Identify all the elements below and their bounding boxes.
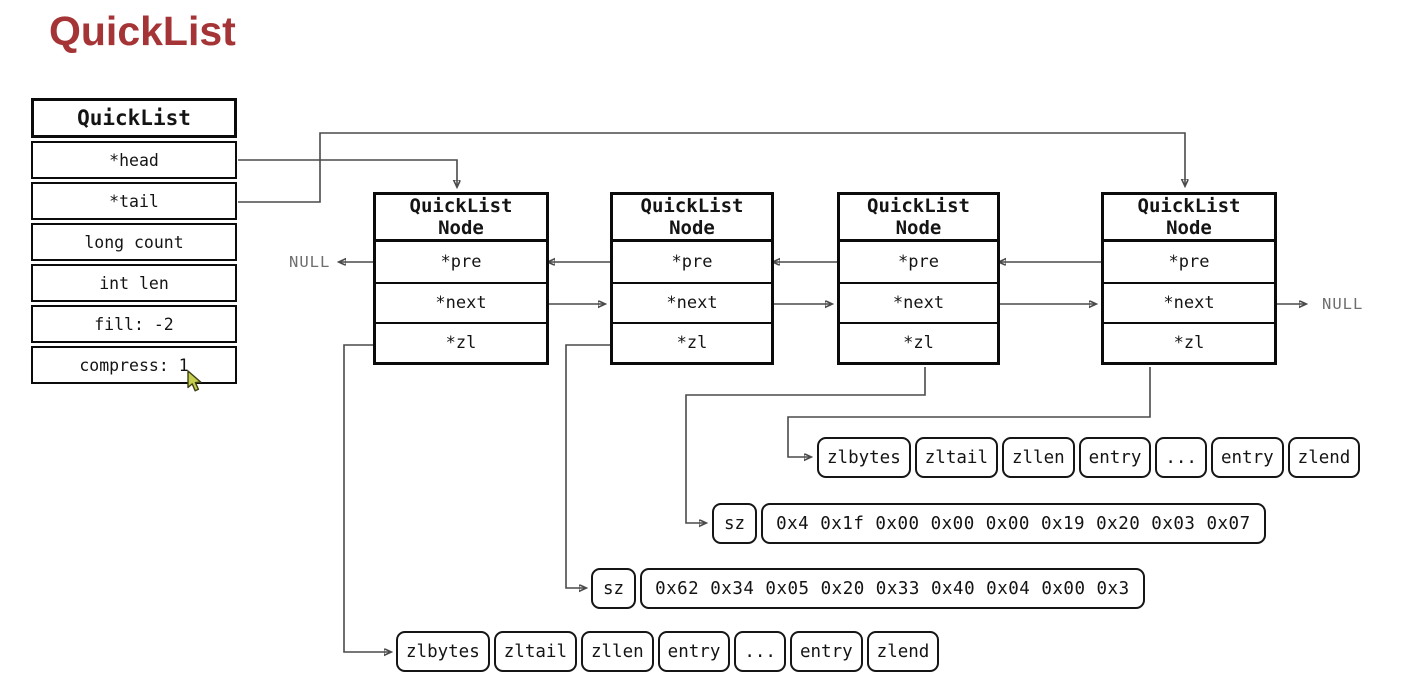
node-fields: *pre *next*zl [613, 242, 771, 362]
node-field: *zl [376, 322, 546, 362]
node-header-line1: QuickList [640, 195, 744, 217]
ziplist-cell: zlend [1287, 437, 1361, 478]
quicklist-struct-header: QuickList [31, 98, 237, 138]
quicklist-field: int len [31, 264, 237, 302]
ziplist-cell: entry [1078, 437, 1152, 478]
ziplist-cell: zlbytes [817, 437, 911, 478]
node-field: *next [1104, 282, 1274, 322]
node-field: *pre [440, 252, 482, 272]
page-title: QuickList [49, 8, 236, 54]
null-label-left: NULL [289, 253, 331, 271]
ziplist-cell: zltail [493, 631, 577, 672]
wire-head-to-node1 [238, 159, 457, 186]
node-header-line2: Node [895, 217, 942, 239]
ziplist-cell: zlbytes [396, 631, 490, 672]
node-fields: *pre *next*zl [1104, 242, 1274, 362]
null-label-right: NULL [1322, 295, 1364, 313]
node-fields: *pre *next*zl [840, 242, 997, 362]
sz-row-1: sz 0x4 0x1f 0x00 0x00 0x00 0x19 0x20 0x0… [712, 503, 1266, 544]
quicklist-node-3: QuickList Node *pre *next*zl [837, 192, 1000, 365]
wire-node4-zl [787, 367, 1151, 457]
ziplist-cell: ... [1155, 437, 1207, 478]
ziplist-cell: zltail [914, 437, 998, 478]
node-fields: *pre *next*zl [376, 242, 546, 362]
sz-values: 0x62 0x34 0x05 0x20 0x33 0x40 0x04 0x00 … [640, 568, 1145, 609]
ziplist-cell: zlend [866, 631, 940, 672]
node-field: *zl [840, 322, 997, 362]
node-header-line2: Node [669, 217, 715, 239]
sz-values: 0x4 0x1f 0x00 0x00 0x00 0x19 0x20 0x03 0… [761, 503, 1266, 544]
node-field: *next [840, 282, 997, 322]
sz-label: sz [712, 503, 758, 544]
node-field: *zl [1104, 322, 1274, 362]
ziplist-cell: entry [789, 631, 863, 672]
quicklist-field: long count [31, 223, 237, 261]
node-field: *pre [1168, 252, 1210, 272]
node-field: *zl [613, 322, 771, 362]
node-header: QuickList Node [840, 195, 997, 242]
quicklist-node-4: QuickList Node *pre *next*zl [1101, 192, 1277, 365]
wire-node1-zl [343, 344, 390, 652]
node-header-line1: QuickList [409, 195, 513, 217]
quicklist-field: fill: -2 [31, 305, 237, 343]
node-header: QuickList Node [1104, 195, 1274, 242]
sz-row-2: sz 0x62 0x34 0x05 0x20 0x33 0x40 0x04 0x… [591, 568, 1145, 609]
node-field: *pre [671, 252, 713, 272]
node-field: *next [376, 282, 546, 322]
node-header-line1: QuickList [1137, 195, 1241, 217]
node-header: QuickList Node [613, 195, 771, 242]
wire-node3-zl [685, 367, 926, 523]
ziplist-cell: zllen [580, 631, 654, 672]
node-header-line2: Node [1166, 217, 1212, 239]
ziplist-cell: entry [657, 631, 731, 672]
ziplist-cell: entry [1210, 437, 1284, 478]
wire-node2-zl [565, 344, 610, 588]
node-field: *pre [898, 252, 939, 272]
node-header: QuickList Node [376, 195, 546, 242]
quicklist-field: compress: 1 [31, 346, 237, 384]
quicklist-node-1: QuickList Node *pre *next*zl [373, 192, 549, 365]
node-header-line2: Node [438, 217, 484, 239]
sz-label: sz [591, 568, 637, 609]
node-header-line1: QuickList [867, 195, 970, 217]
ziplist-cell: ... [734, 631, 786, 672]
mouse-cursor-icon [186, 370, 203, 397]
quicklist-node-2: QuickList Node *pre *next*zl [610, 192, 774, 365]
quicklist-field: *tail [31, 182, 237, 220]
node-field: *next [613, 282, 771, 322]
quicklist-field: *head [31, 141, 237, 179]
wire-tail-to-node4 [238, 132, 1185, 203]
ziplist-cell: zllen [1001, 437, 1075, 478]
